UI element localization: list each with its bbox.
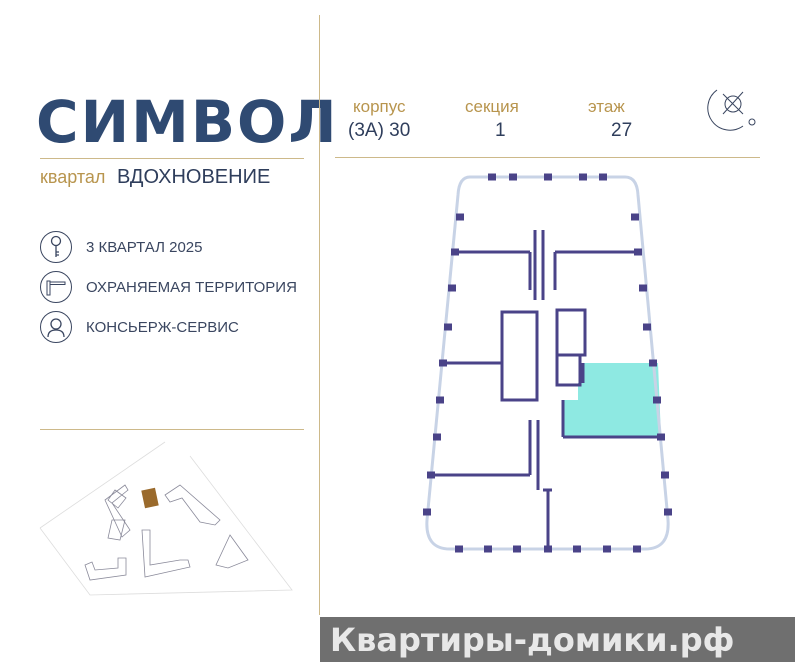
column bbox=[423, 508, 431, 516]
column bbox=[633, 545, 641, 553]
quarter-label: квартал bbox=[40, 167, 106, 187]
column bbox=[634, 248, 642, 256]
section-label: секция bbox=[465, 97, 519, 116]
column bbox=[544, 545, 552, 553]
floor-label: этаж bbox=[588, 97, 625, 116]
column bbox=[603, 545, 611, 553]
building-label: корпус bbox=[353, 97, 406, 116]
section-value: 1 bbox=[495, 120, 506, 141]
floor-plan bbox=[423, 173, 672, 553]
column bbox=[661, 471, 669, 479]
facade-glazing bbox=[425, 175, 670, 551]
column bbox=[631, 213, 639, 221]
feature-text: КОНСЬЕРЖ-СЕРВИС bbox=[86, 318, 239, 336]
vertical-divider bbox=[319, 15, 320, 615]
column bbox=[439, 359, 447, 367]
quarter-name: ВДОХНОВЕНИЕ bbox=[117, 166, 271, 188]
column bbox=[427, 471, 435, 479]
feature-text: 3 КВАРТАЛ 2025 bbox=[86, 238, 203, 256]
column bbox=[509, 173, 517, 181]
column bbox=[484, 545, 492, 553]
divider bbox=[40, 429, 304, 430]
column bbox=[649, 359, 657, 367]
feature-security: ОХРАНЯЕМАЯ ТЕРРИТОРИЯ bbox=[40, 271, 297, 303]
column bbox=[579, 173, 587, 181]
column bbox=[513, 545, 521, 553]
feature-completion: 3 КВАРТАЛ 2025 bbox=[40, 231, 202, 263]
compass-icon bbox=[707, 89, 756, 131]
column bbox=[444, 323, 452, 331]
column bbox=[664, 508, 672, 516]
column bbox=[455, 545, 463, 553]
site-building bbox=[104, 484, 131, 538]
selected-building bbox=[141, 487, 159, 509]
building-value: (3А) 30 bbox=[348, 120, 411, 141]
column bbox=[643, 323, 651, 331]
column bbox=[639, 284, 647, 292]
column bbox=[653, 396, 661, 404]
column bbox=[544, 173, 552, 181]
site-plan bbox=[39, 441, 293, 596]
floor-value: 27 bbox=[611, 120, 633, 141]
column bbox=[573, 545, 581, 553]
feature-text: ОХРАНЯЕМАЯ ТЕРРИТОРИЯ bbox=[86, 278, 297, 296]
concierge-icon bbox=[40, 311, 72, 343]
column bbox=[451, 248, 459, 256]
column bbox=[599, 173, 607, 181]
selected-apartment[interactable] bbox=[563, 363, 661, 437]
column bbox=[448, 284, 456, 292]
divider bbox=[335, 157, 760, 158]
column bbox=[488, 173, 496, 181]
column bbox=[657, 433, 665, 441]
divider bbox=[40, 158, 304, 159]
column bbox=[456, 213, 464, 221]
walls bbox=[431, 230, 661, 549]
key-icon bbox=[40, 231, 72, 263]
feature-concierge: КОНСЬЕРЖ-СЕРВИС bbox=[40, 311, 239, 343]
barrier-icon bbox=[40, 271, 72, 303]
column bbox=[436, 396, 444, 404]
watermark: Квартиры-домики.рф bbox=[320, 617, 795, 662]
logo: СИМВОЛ bbox=[36, 88, 339, 156]
column bbox=[433, 433, 441, 441]
